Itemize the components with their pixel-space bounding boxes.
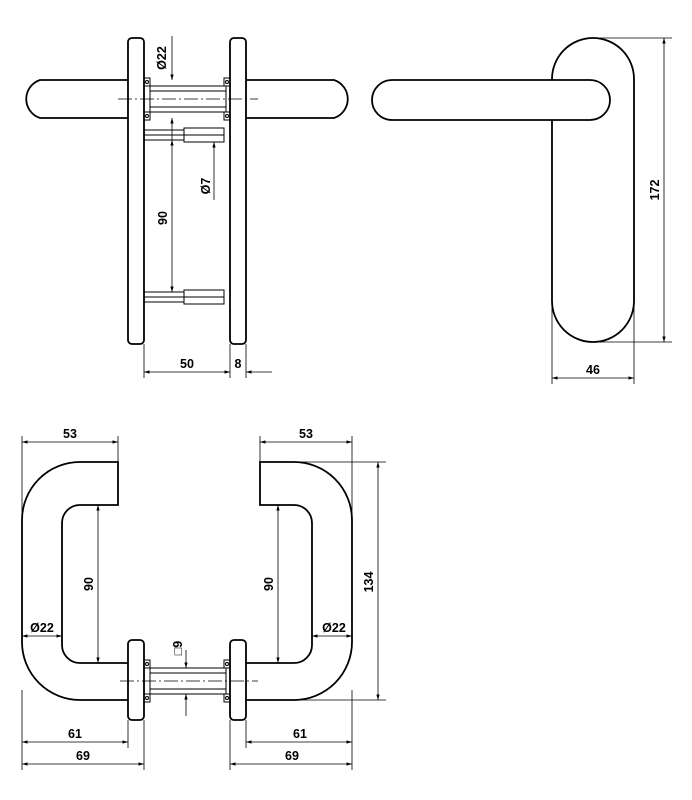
dim-spindle-square: □9 <box>171 641 185 656</box>
dim-left-dia: Ø22 <box>30 621 54 635</box>
top-view-left: 53 90 Ø22 61 69 <box>21 427 151 770</box>
dim-right-dia: Ø22 <box>322 621 346 635</box>
front-lever <box>371 79 611 121</box>
dim-right-width-61: 61 <box>293 727 307 741</box>
bottom-screws-right <box>223 659 231 703</box>
dim-right-total-height: 134 <box>362 572 376 593</box>
left-rose <box>127 639 145 721</box>
bottom-screws-left <box>143 659 151 703</box>
dim-left-width-69: 69 <box>76 749 90 763</box>
dim-front-width: 46 <box>586 363 600 377</box>
left-u-handle <box>21 461 128 701</box>
right-u-handle <box>246 461 353 701</box>
dim-side-rose-offset: 50 <box>180 357 194 371</box>
dim-side-dia-top: Ø22 <box>155 46 169 70</box>
dim-side-dia-spindle: Ø7 <box>199 178 213 195</box>
side-right-lever <box>246 79 349 119</box>
front-view: 172 46 <box>371 37 672 384</box>
top-view-right: 53 90 134 Ø22 61 69 <box>223 427 386 770</box>
dim-left-width-61: 61 <box>68 727 82 741</box>
dim-right-width-top: 53 <box>299 427 313 441</box>
dim-side-spacing: 90 <box>156 211 170 225</box>
bottom-spindle: □9 <box>120 641 258 716</box>
dim-side-rose-thickness: 8 <box>235 357 242 371</box>
side-view: Ø22 Ø7 90 50 8 <box>25 36 349 378</box>
right-rose <box>229 639 247 721</box>
dim-left-width-top: 53 <box>63 427 77 441</box>
dim-left-height: 90 <box>82 577 96 591</box>
dim-right-height: 90 <box>262 577 276 591</box>
dim-right-width-69: 69 <box>285 749 299 763</box>
side-right-rose <box>229 37 247 345</box>
side-screws <box>143 77 231 121</box>
side-left-rose <box>127 37 145 345</box>
dim-front-height: 172 <box>648 180 662 201</box>
side-left-lever <box>25 79 128 119</box>
front-rose-plate <box>551 37 635 343</box>
